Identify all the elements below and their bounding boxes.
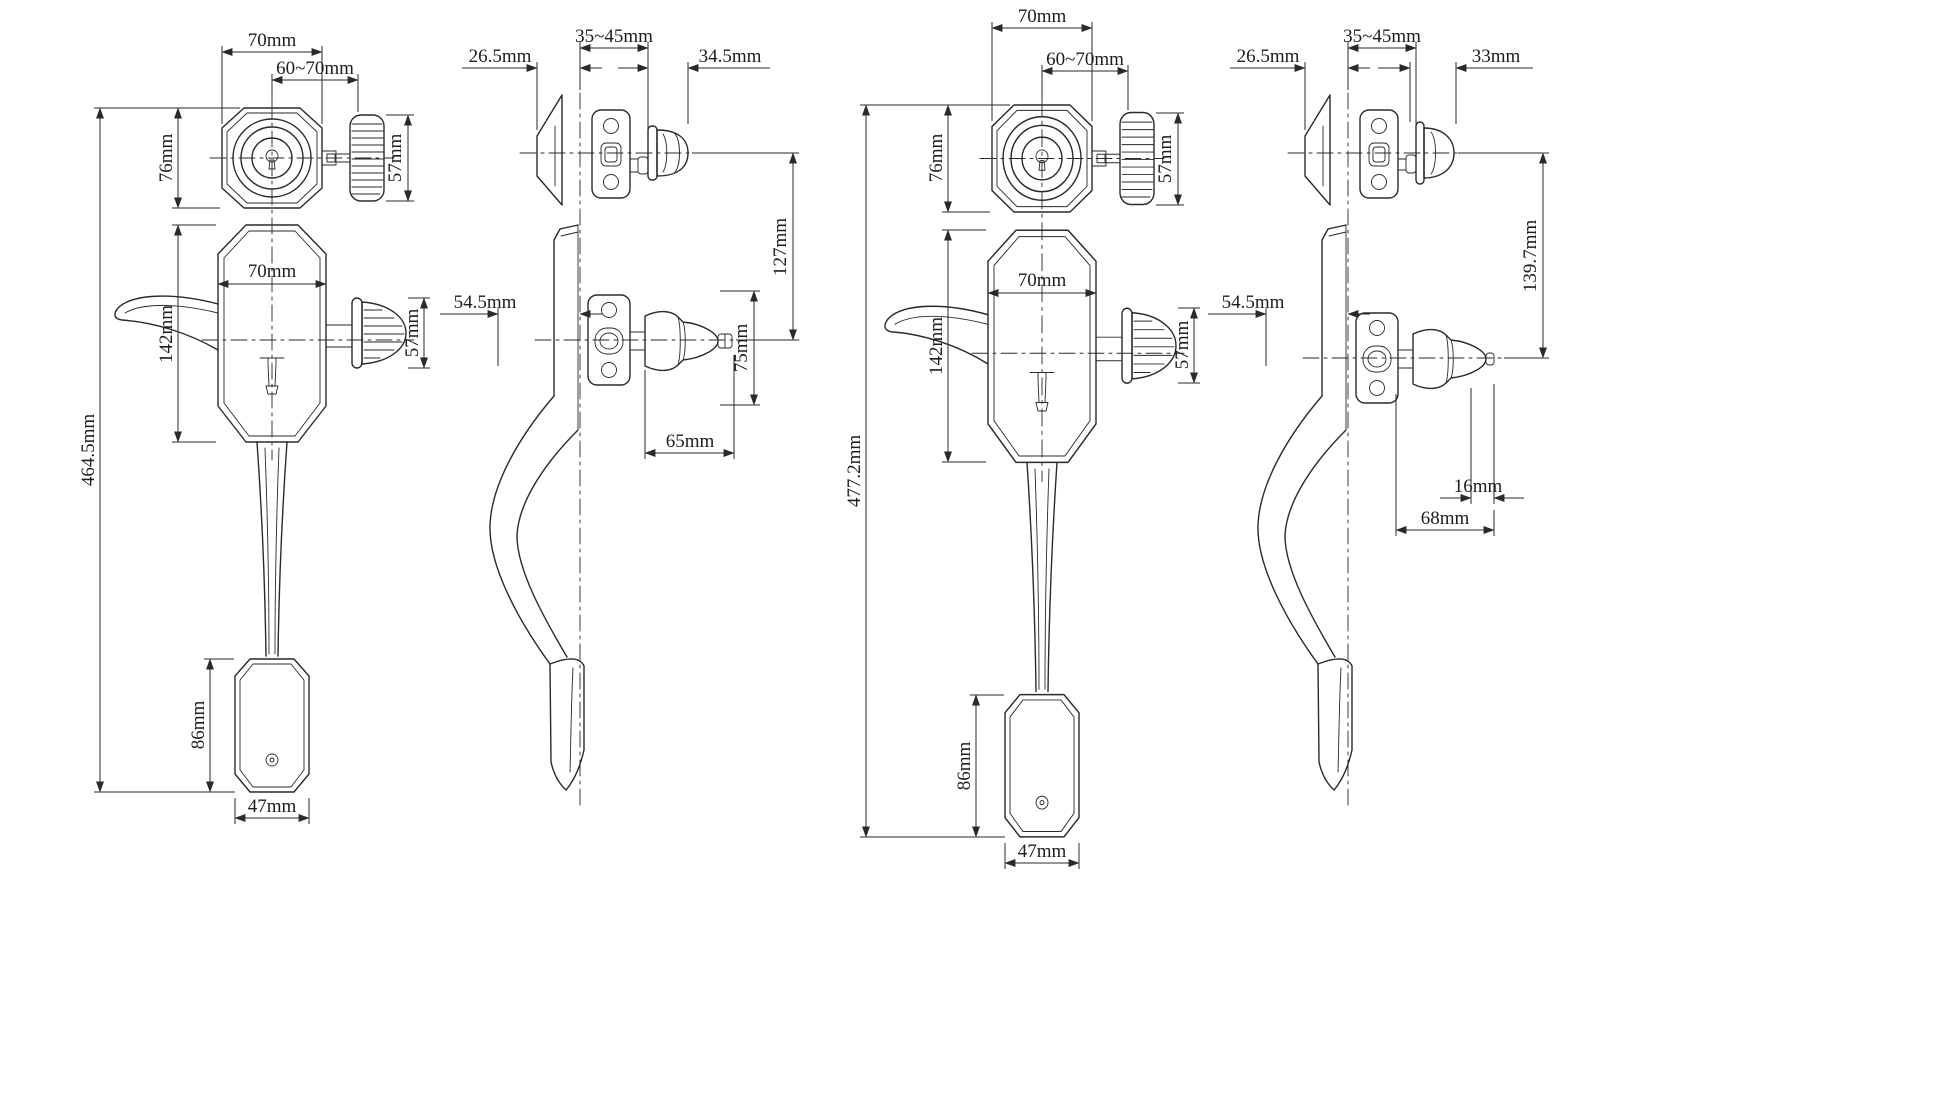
dim-label: 75mm xyxy=(731,324,752,373)
dim-side-a-center-to-center: 127mm xyxy=(692,152,799,341)
dim-side-b-center-to-center: 139.7mm xyxy=(1458,152,1549,359)
dim-front-b-backset: 60~70mm xyxy=(1041,49,1129,110)
dim-front-a-plate-height: 142mm xyxy=(156,224,216,443)
dim-label: 70mm xyxy=(248,30,297,51)
dim-side-a-knob-projection: 34.5mm xyxy=(618,46,770,124)
dim-side-a-handle-projection: 54.5mm xyxy=(440,292,602,366)
side-latch-drawing-a xyxy=(534,294,749,386)
dim-label: 35~45mm xyxy=(1343,26,1421,47)
view-front-a: 70mm 60~70mm 76mm 57mm 142mm 70mm xyxy=(78,30,430,824)
dim-front-b-plate-width: 70mm xyxy=(987,270,1097,297)
side-lower-knob-b xyxy=(1397,328,1495,390)
dim-label: 76mm xyxy=(156,134,177,183)
dim-label: 16mm xyxy=(1454,476,1503,497)
dim-side-b-door-range: 35~45mm xyxy=(1343,26,1421,128)
dim-side-a-knob-length: 65mm xyxy=(644,355,735,459)
dim-side-a-rose-projection: 26.5mm xyxy=(462,42,602,130)
dim-front-b-deadbolt-thumb-height: 57mm xyxy=(1155,112,1184,206)
dim-front-a-backset: 60~70mm xyxy=(271,58,359,112)
dim-side-b-spindle-length: 16mm xyxy=(1440,384,1524,504)
dim-side-a-rose-diameter: 75mm xyxy=(720,290,760,406)
dim-front-b-overall-height: 477.2mm xyxy=(844,104,1010,838)
view-side-a: 26.5mm 35~45mm 34.5mm 127mm 54.5mm 7 xyxy=(440,26,799,809)
dim-label: 70mm xyxy=(1018,270,1067,291)
dim-label: 70mm xyxy=(248,261,297,282)
dim-label: 54.5mm xyxy=(454,292,517,313)
dim-side-a-door-range: 35~45mm xyxy=(575,26,653,132)
dim-label: 60~70mm xyxy=(1046,49,1124,70)
dim-side-b-handle-projection: 54.5mm xyxy=(1208,292,1370,366)
dim-label: 47mm xyxy=(1018,841,1067,862)
dim-front-a-deadbolt-thumb-height: 57mm xyxy=(385,114,414,202)
dim-side-b-rose-projection: 26.5mm xyxy=(1230,42,1370,130)
view-front-b: 70mm 60~70mm 76mm 57mm 142mm 70mm xyxy=(844,6,1200,869)
dim-front-a-cap-width: 47mm xyxy=(234,796,310,824)
dim-label: 86mm xyxy=(954,742,975,791)
dim-label: 57mm xyxy=(1172,321,1193,370)
dim-front-b-knob-height: 57mm xyxy=(1172,307,1200,384)
dim-side-b-thumbturn-projection: 33mm xyxy=(1378,46,1533,124)
dim-label: 65mm xyxy=(666,431,715,452)
dim-label: 464.5mm xyxy=(78,414,99,487)
dim-front-a-cap-height: 86mm xyxy=(188,658,234,793)
dim-label: 86mm xyxy=(188,701,209,750)
dim-label: 139.7mm xyxy=(1520,220,1541,293)
dim-label: 142mm xyxy=(156,305,177,363)
side-latch-drawing-b xyxy=(1302,312,1517,404)
dim-front-a-overall-height: 464.5mm xyxy=(78,107,240,793)
view-side-b: 26.5mm 35~45mm 33mm 139.7mm 54.5mm xyxy=(1208,26,1549,809)
side-deadbolt-drawing-b xyxy=(1287,92,1474,809)
dim-label: 57mm xyxy=(385,134,406,183)
dim-label: 34.5mm xyxy=(699,46,762,67)
side-lower-knob-a xyxy=(629,310,733,372)
handleset-front-drawing-a xyxy=(114,101,415,793)
dim-label: 127mm xyxy=(770,218,791,276)
dim-front-a-plate-width: 70mm xyxy=(217,261,327,288)
dim-front-b-cap-width: 47mm xyxy=(1004,841,1080,869)
dim-label: 26.5mm xyxy=(1237,46,1300,67)
dim-front-b-rose-height: 76mm xyxy=(926,104,990,213)
dim-label: 33mm xyxy=(1472,46,1521,67)
dim-front-b-cap-height: 86mm xyxy=(954,694,1004,838)
dim-label: 57mm xyxy=(1155,135,1176,184)
dim-front-a-rose-width: 70mm xyxy=(221,30,323,124)
dim-label: 35~45mm xyxy=(575,26,653,47)
dim-label: 47mm xyxy=(248,796,297,817)
dim-label: 26.5mm xyxy=(469,46,532,67)
dim-label: 68mm xyxy=(1421,508,1470,529)
dim-label: 57mm xyxy=(402,309,423,358)
handleset-front-drawing-b xyxy=(884,97,1185,838)
dim-label: 477.2mm xyxy=(844,435,865,508)
dim-label: 60~70mm xyxy=(276,58,354,79)
dim-label: 142mm xyxy=(926,317,947,375)
dim-label: 70mm xyxy=(1018,6,1067,27)
dim-front-b-plate-height: 142mm xyxy=(926,229,986,463)
dim-label: 54.5mm xyxy=(1222,292,1285,313)
dim-front-a-knob-height: 57mm xyxy=(402,297,430,369)
dim-side-b-knob-length: 68mm xyxy=(1395,394,1495,536)
dim-label: 76mm xyxy=(926,134,947,183)
